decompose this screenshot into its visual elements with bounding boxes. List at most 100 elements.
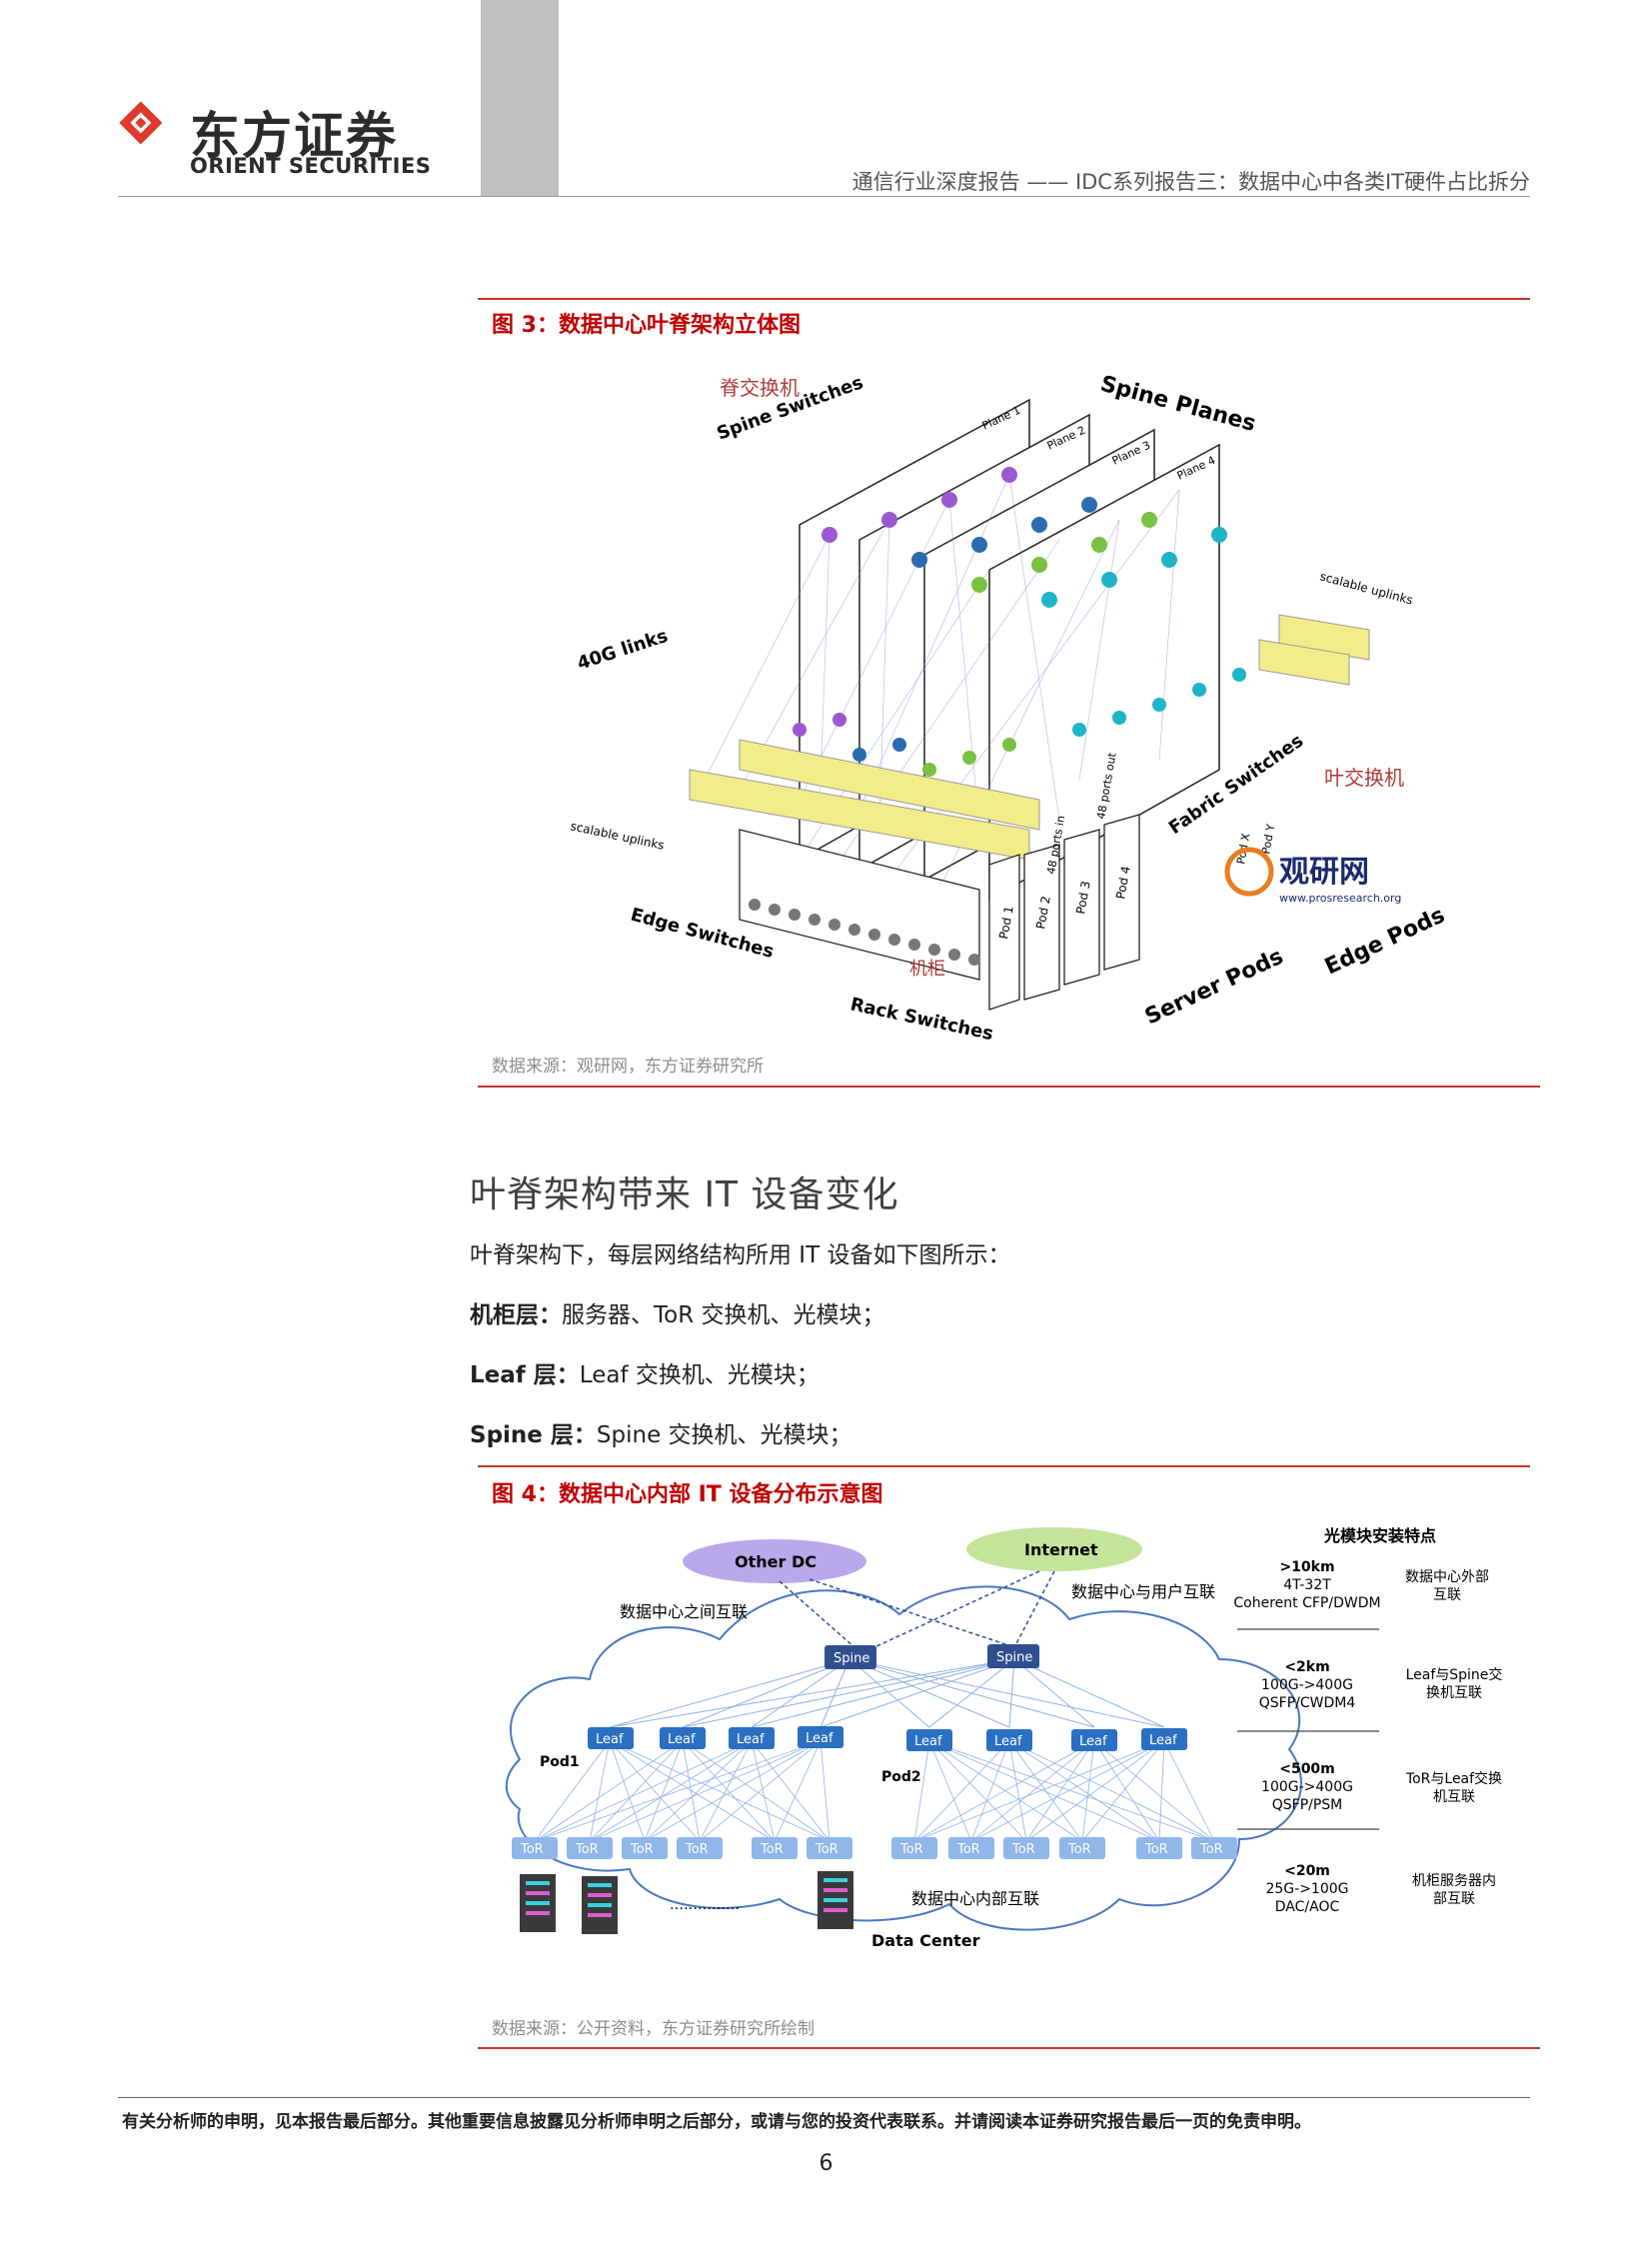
svg-text:Spine: Spine	[996, 1650, 1032, 1665]
spine-switch: Spine	[825, 1645, 876, 1669]
watermark-url: www.prosresearch.org	[1279, 892, 1401, 905]
edge-pods-label: Edge Pods	[1321, 903, 1449, 980]
figure4-bottom-rule	[478, 2047, 1540, 2049]
svg-text:ToR: ToR	[815, 1842, 838, 1857]
svg-text:ToR: ToR	[956, 1842, 980, 1857]
figure3-title: 图 3：数据中心叶脊架构立体图	[492, 313, 801, 338]
svg-text:Leaf: Leaf	[737, 1732, 765, 1747]
report-title: 通信行业深度报告 —— IDC系列报告三：数据中心中各类IT硬件占比拆分	[851, 170, 1530, 194]
rack-switch-nodes	[749, 899, 980, 966]
figure3-top-rule	[478, 298, 1530, 300]
svg-text:Leaf与Spine交: Leaf与Spine交	[1406, 1666, 1503, 1683]
pod2-label: Pod 2	[1033, 895, 1053, 930]
svg-text:ToR: ToR	[685, 1842, 709, 1857]
svg-text:DAC/AOC: DAC/AOC	[1275, 1899, 1340, 1915]
svg-text:25G->100G: 25G->100G	[1265, 1881, 1348, 1897]
user-link-label: 数据中心与用户互联	[1071, 1582, 1215, 1601]
svg-text:ToR: ToR	[575, 1842, 599, 1857]
svg-text:ToR: ToR	[1144, 1842, 1168, 1857]
spine-leaf-links	[609, 1658, 1165, 1728]
data-center-cloud	[505, 1585, 1302, 1931]
list-item-label: Leaf 层：	[470, 1362, 580, 1388]
svg-text:100G->400G: 100G->400G	[1261, 1677, 1353, 1693]
internal-link-label: 数据中心内部互联	[911, 1889, 1039, 1908]
svg-text:Leaf: Leaf	[668, 1732, 696, 1747]
svg-text:4T-32T: 4T-32T	[1283, 1577, 1331, 1593]
svg-text:Leaf: Leaf	[596, 1732, 624, 1747]
other-dc-cloud	[683, 1539, 866, 1583]
figure4-source: 数据来源：公开资料，东方证券研究所绘制	[492, 2019, 815, 2039]
leaf-tor-links	[534, 1740, 1215, 1842]
pod1-label: Pod 1	[996, 905, 1016, 940]
leaf-cn-label: 叶交换机	[1324, 766, 1404, 790]
svg-text:机互联: 机互联	[1433, 1789, 1475, 1805]
svg-text:部互联: 部互联	[1433, 1891, 1475, 1907]
rack-switches-label: Rack Switches	[848, 994, 995, 1040]
svg-text:ToR: ToR	[760, 1842, 784, 1857]
pod2-label: Pod2	[881, 1769, 921, 1785]
figure3-leaf-spine-diagram: 脊交换机 Spine Switches Spine Planes Plane 1…	[569, 372, 1449, 1040]
data-center-label: Data Center	[871, 1931, 980, 1950]
svg-text:Leaf: Leaf	[1149, 1733, 1177, 1748]
svg-text:换机互联: 换机互联	[1426, 1684, 1482, 1701]
table-row: <500m 100G->400G QSFP/PSM ToR与Leaf交换 机互联	[1261, 1761, 1502, 1813]
pod3-label: Pod 3	[1073, 880, 1093, 915]
svg-text:Leaf: Leaf	[1079, 1734, 1107, 1749]
watermark-swirl-icon	[1224, 847, 1274, 897]
footer-disclaimer: 有关分析师的申明，见本报告最后部分。其他重要信息披露见分析师申明之后部分，或请与…	[122, 2112, 1311, 2132]
svg-text:QSFP/CWDM4: QSFP/CWDM4	[1259, 1695, 1356, 1711]
svg-text:Coherent CFP/DWDM: Coherent CFP/DWDM	[1233, 1595, 1380, 1611]
spine-cn-label: 脊交换机	[720, 376, 800, 400]
pod4-label: Pod 4	[1113, 865, 1133, 900]
header-gray-tab	[481, 0, 559, 196]
svg-text:<20m: <20m	[1284, 1863, 1330, 1879]
list-item-leaf: Leaf 层：Leaf 交换机、光模块；	[470, 1355, 820, 1389]
edge-switch-bars	[689, 614, 1370, 861]
tor-switches: ToR ToR ToR ToR ToR ToR ToR ToR ToR ToR …	[512, 1837, 1237, 1859]
svg-text:机柜服务器内: 机柜服务器内	[1412, 1873, 1496, 1889]
other-dc-label: Other DC	[735, 1552, 817, 1571]
section-intro: 叶脊架构下，每层网络结构所用 IT 设备如下图所示：	[470, 1242, 1011, 1268]
svg-text:ToR: ToR	[520, 1842, 544, 1857]
section-title: 叶脊架构带来 IT 设备变化	[470, 1174, 899, 1215]
inter-dc-label: 数据中心之间互联	[620, 1602, 748, 1621]
svg-text:互联: 互联	[1433, 1587, 1461, 1603]
svg-text:Spine: Spine	[833, 1651, 869, 1666]
spine-switch: Spine	[987, 1644, 1039, 1668]
svg-text:QSFP/PSM: QSFP/PSM	[1272, 1797, 1343, 1813]
watermark-cn: 观研网	[1279, 855, 1369, 890]
figure3-source: 数据来源：观研网，东方证券研究所	[492, 1057, 764, 1077]
table-header: 光模块安装特点	[1323, 1526, 1436, 1545]
list-item-text: 服务器、ToR 交换机、光模块；	[562, 1302, 885, 1328]
server-pods-label: Server Pods	[1141, 945, 1287, 1031]
list-item-label: 机柜层：	[470, 1302, 562, 1328]
row-dividers	[1237, 1628, 1379, 1830]
svg-text:ToR: ToR	[1199, 1842, 1223, 1857]
scalable-uplinks-right-label: scalable uplinks	[1318, 569, 1414, 607]
server-rack-icons	[520, 1871, 853, 1934]
scalable-uplinks-left-label: scalable uplinks	[569, 819, 666, 853]
list-item-text: Spine 交换机、光模块；	[596, 1422, 852, 1448]
fabric-nodes	[793, 668, 1246, 777]
svg-text:<2km: <2km	[1284, 1659, 1329, 1675]
header-divider	[118, 196, 1530, 197]
links-40g-label: 40G links	[575, 626, 671, 675]
rack-cn-label: 机柜	[909, 959, 945, 980]
svg-text:Leaf: Leaf	[914, 1734, 942, 1749]
table-row: >10km 4T-32T Coherent CFP/DWDM 数据中心外部 互联	[1233, 1559, 1489, 1611]
list-item-rack: 机柜层：服务器、ToR 交换机、光模块；	[470, 1295, 885, 1329]
svg-text:<500m: <500m	[1279, 1761, 1335, 1777]
svg-text:ToR: ToR	[1011, 1842, 1035, 1857]
internet-label: Internet	[1024, 1540, 1098, 1559]
page-number: 6	[819, 2151, 833, 2176]
svg-text:ToR: ToR	[1067, 1842, 1091, 1857]
logo-chinese-name: 东方证券	[190, 107, 398, 165]
figure4-top-rule	[478, 1465, 1530, 1467]
list-item-label: Spine 层：	[470, 1422, 597, 1448]
svg-text:数据中心外部: 数据中心外部	[1405, 1569, 1489, 1585]
leaf-switches: Leaf Leaf Leaf Leaf Leaf Leaf Leaf Leaf	[588, 1726, 1187, 1751]
svg-text:ToR与Leaf交换: ToR与Leaf交换	[1405, 1770, 1502, 1787]
svg-text:100G->400G: 100G->400G	[1261, 1779, 1353, 1795]
rack-ellipsis: ……………	[670, 1897, 740, 1913]
svg-text:Leaf: Leaf	[994, 1734, 1022, 1749]
